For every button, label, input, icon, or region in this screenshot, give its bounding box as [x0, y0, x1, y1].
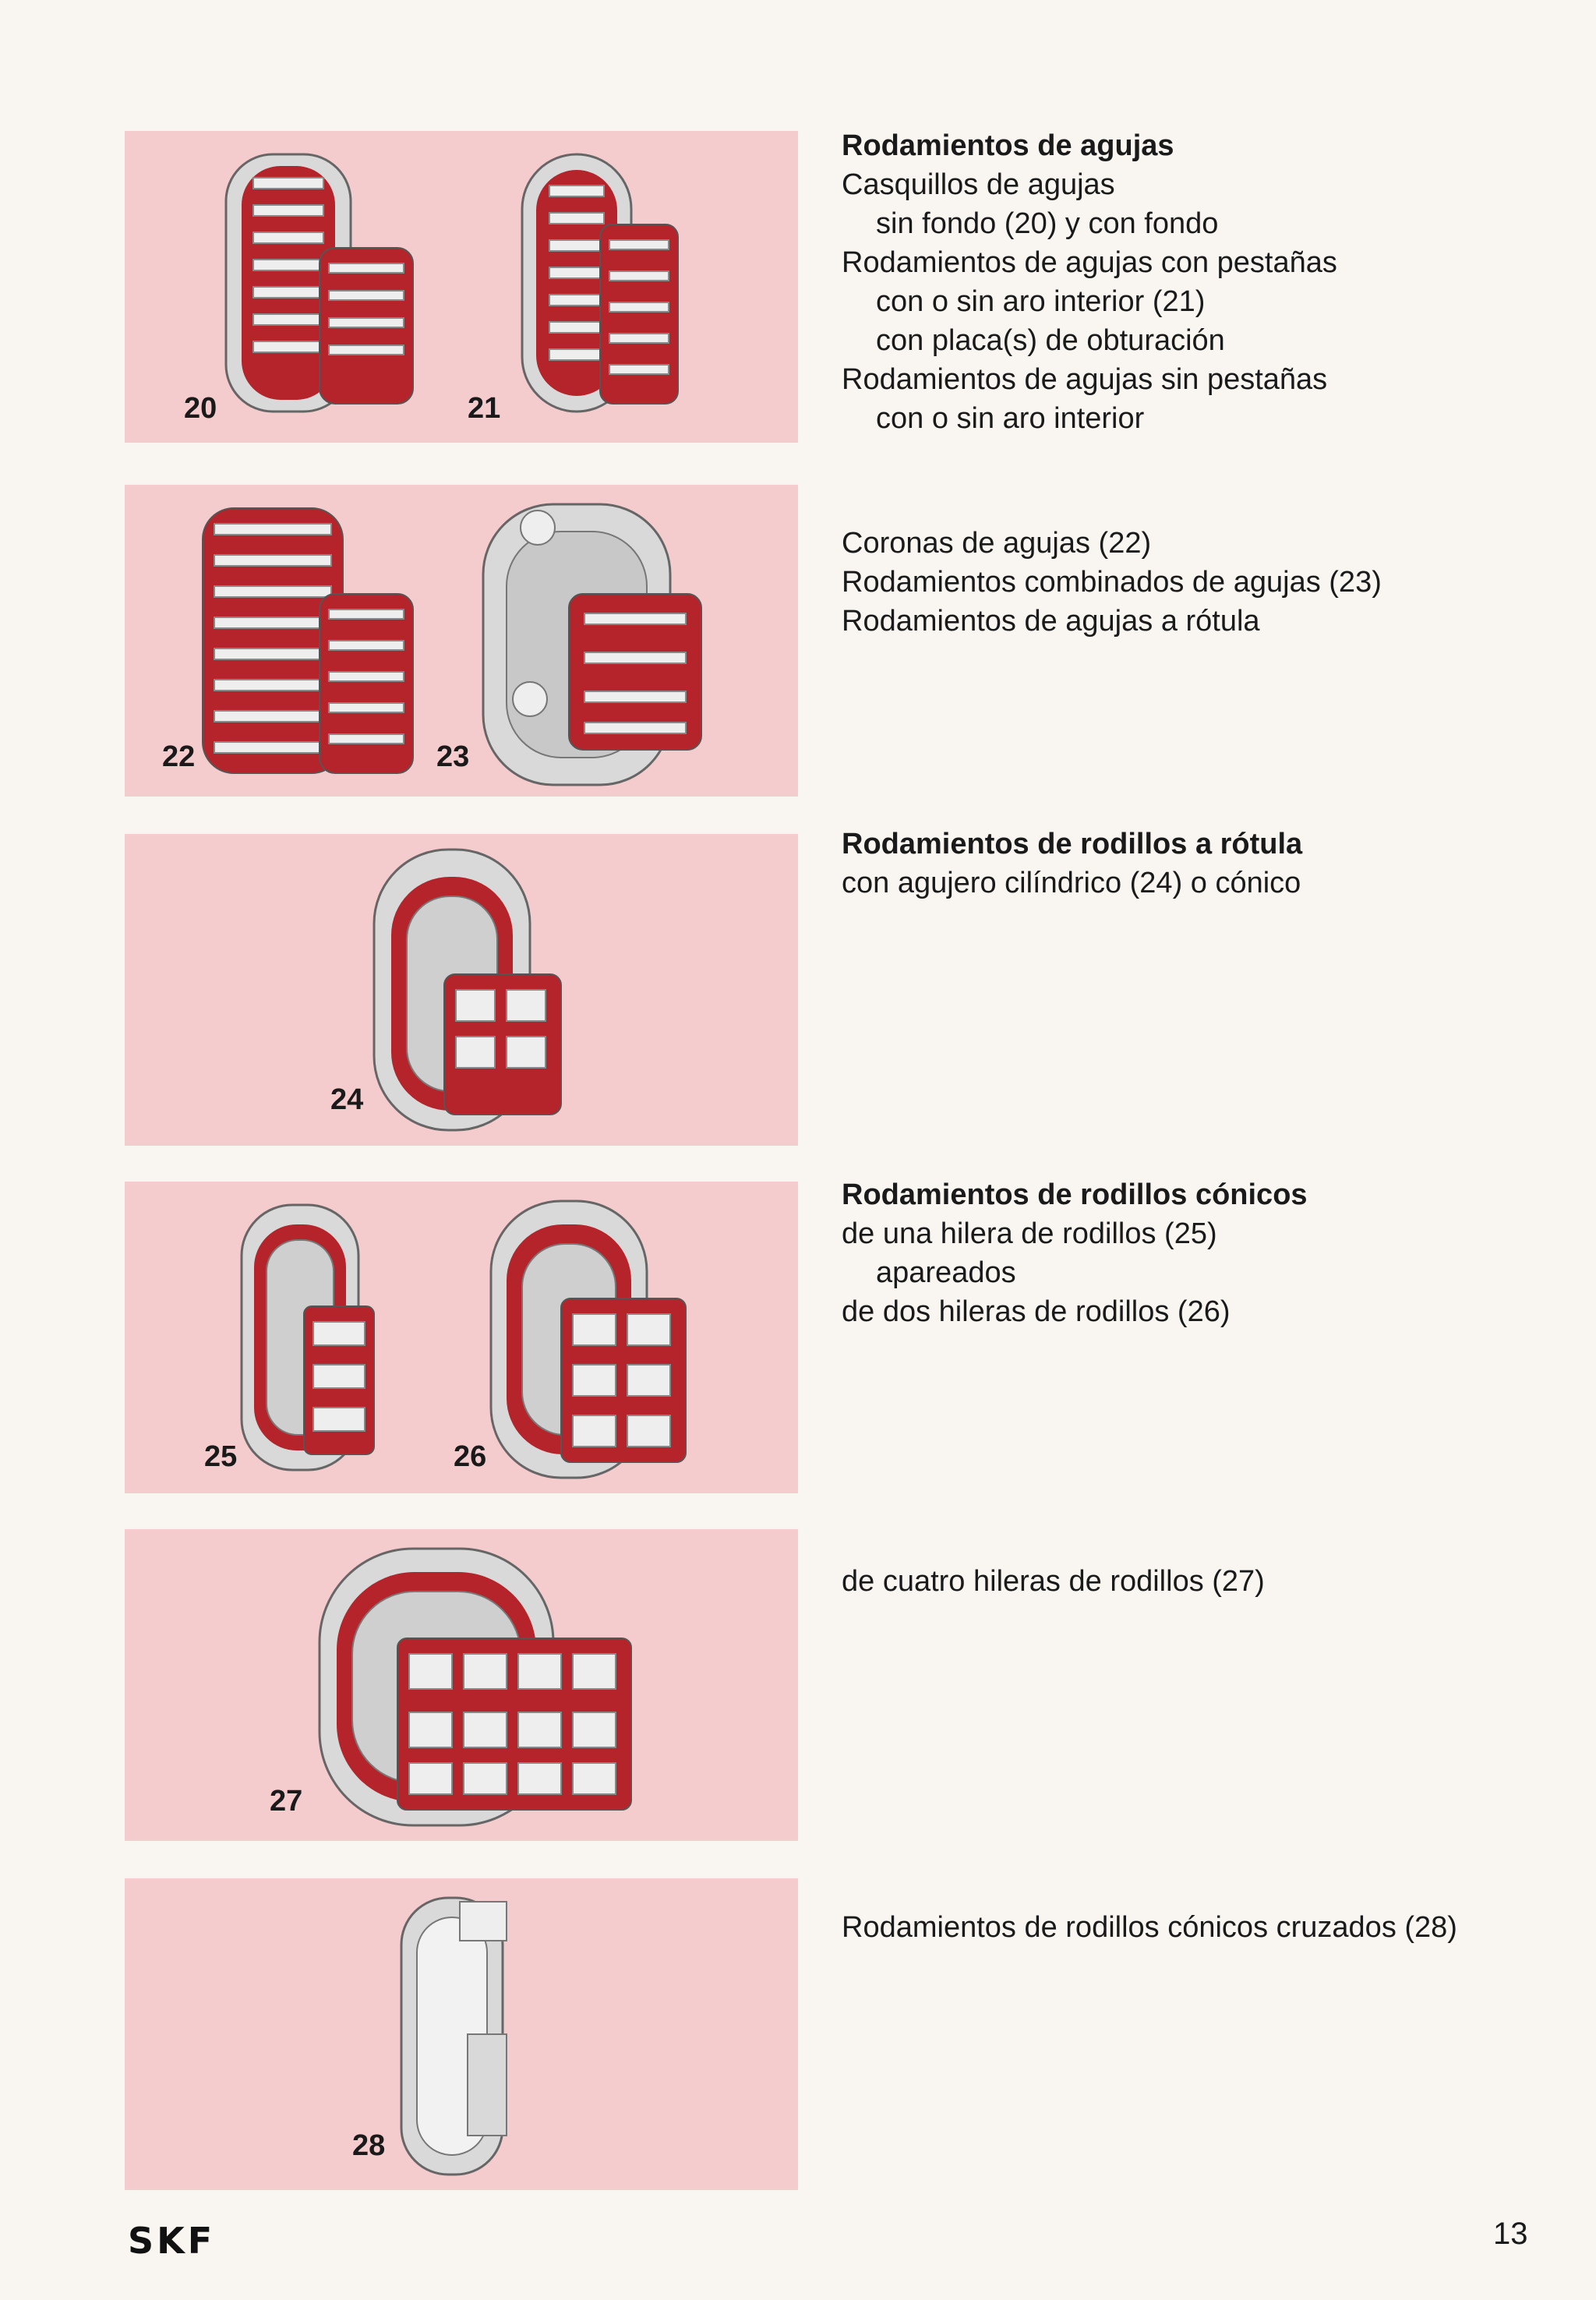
section-title: Rodamientos de rodillos cónicos — [842, 1178, 1308, 1211]
crossed-taper-illustration — [400, 1896, 507, 2176]
section-title: Rodamientos de agujas — [842, 129, 1174, 162]
page-number: 13 — [1493, 2217, 1528, 2251]
text-line: Coronas de agujas (22) — [842, 527, 1152, 560]
figure-label-26: 26 — [454, 1440, 487, 1473]
skf-logo: SKF — [128, 2220, 216, 2262]
text-line: con placa(s) de obturación — [876, 324, 1225, 357]
figure-label-20: 20 — [184, 392, 217, 425]
figure-panel-spherical-roller: 24 — [125, 834, 798, 1146]
figure-panel-needle-cages: 22 23 — [125, 485, 798, 797]
needle-bearing-illustration — [224, 153, 679, 413]
text-line: Rodamientos de agujas con pestañas — [842, 246, 1337, 279]
text-spherical-roller: Rodamientos de rodillos a rótula con agu… — [842, 825, 1543, 903]
figure-label-23: 23 — [436, 740, 470, 773]
four-row-taper-illustration — [318, 1547, 632, 1827]
figure-panel-needle-bearings: 20 21 — [125, 131, 798, 443]
figure-label-22: 22 — [162, 740, 196, 773]
spherical-roller-illustration — [373, 848, 562, 1132]
figure-panel-taper-roller: 25 26 — [125, 1182, 798, 1493]
needle-cage-illustration — [202, 503, 702, 786]
text-taper-roller: Rodamientos de rodillos cónicos de una h… — [842, 1175, 1543, 1331]
figure-panel-crossed-taper: 28 — [125, 1878, 798, 2190]
figure-label-27: 27 — [270, 1785, 303, 1818]
figure-label-24: 24 — [330, 1083, 364, 1116]
text-line: con agujero cilíndrico (24) o cónico — [842, 867, 1301, 899]
text-line: Rodamientos de rodillos cónicos cruzados… — [842, 1911, 1457, 1944]
text-line: de cuatro hileras de rodillos (27) — [842, 1565, 1265, 1598]
section-title: Rodamientos de rodillos a rótula — [842, 828, 1303, 860]
text-line: Rodamientos de agujas a rótula — [842, 605, 1260, 638]
text-line: Rodamientos de agujas sin pestañas — [842, 363, 1328, 396]
text-line: con o sin aro interior (21) — [876, 285, 1206, 318]
text-line: Rodamientos combinados de agujas (23) — [842, 566, 1382, 599]
figure-panel-four-row-taper: 27 — [125, 1529, 798, 1841]
text-needle-bearings: Rodamientos de agujas Casquillos de aguj… — [842, 126, 1543, 438]
text-line: con o sin aro interior — [876, 402, 1145, 435]
taper-roller-illustration — [240, 1199, 687, 1479]
text-line: de dos hileras de rodillos (26) — [842, 1295, 1231, 1328]
text-needle-cages: Coronas de agujas (22) Rodamientos combi… — [842, 524, 1543, 641]
text-four-row-taper: de cuatro hileras de rodillos (27) — [842, 1562, 1543, 1601]
text-crossed-taper: Rodamientos de rodillos cónicos cruzados… — [842, 1908, 1543, 1947]
text-line: sin fondo (20) y con fondo — [876, 207, 1219, 240]
text-line: de una hilera de rodillos (25) — [842, 1217, 1217, 1250]
figure-label-25: 25 — [204, 1440, 238, 1473]
text-line: Casquillos de agujas — [842, 168, 1115, 201]
figure-label-21: 21 — [468, 392, 501, 425]
text-line: apareados — [876, 1256, 1016, 1289]
figure-label-28: 28 — [352, 2129, 386, 2162]
